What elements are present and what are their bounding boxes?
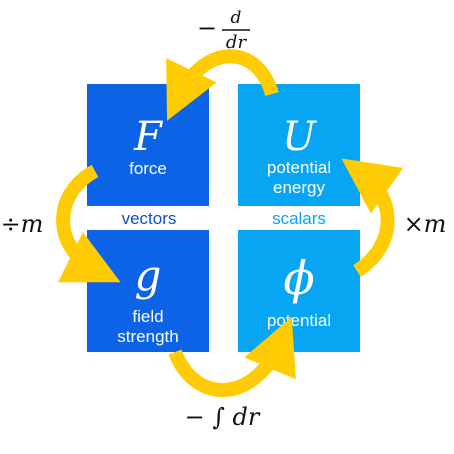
scalars-label: scalars bbox=[272, 209, 326, 228]
potential-energy-symbol: U bbox=[282, 114, 317, 160]
potential-energy-box bbox=[238, 84, 360, 206]
bottom-operator: − ∫ dr bbox=[185, 403, 261, 431]
top-operator-denominator: dr bbox=[226, 32, 248, 53]
top-operator-minus: − bbox=[197, 14, 217, 42]
force-symbol: F bbox=[133, 114, 163, 160]
potential-energy-label-line2: energy bbox=[273, 178, 325, 197]
top-arrow bbox=[166, 49, 279, 121]
field-strength-label-line1: field bbox=[132, 307, 163, 326]
potential-symbol: ϕ bbox=[283, 251, 314, 305]
right-operator: ×m bbox=[404, 210, 447, 238]
field-strength-symbol: g bbox=[135, 251, 162, 300]
top-operator-numerator: d bbox=[231, 8, 242, 28]
field-strength-label-line2: strength bbox=[117, 327, 178, 346]
right-arrow bbox=[341, 158, 404, 277]
force-label: force bbox=[129, 159, 167, 178]
left-arrow bbox=[56, 164, 121, 283]
bottom-arrow bbox=[168, 316, 296, 397]
vectors-label: vectors bbox=[122, 209, 177, 228]
potential-label: potential bbox=[267, 311, 331, 330]
left-operator: ÷m bbox=[1, 210, 44, 238]
potential-energy-label-line1: potential bbox=[267, 158, 331, 177]
